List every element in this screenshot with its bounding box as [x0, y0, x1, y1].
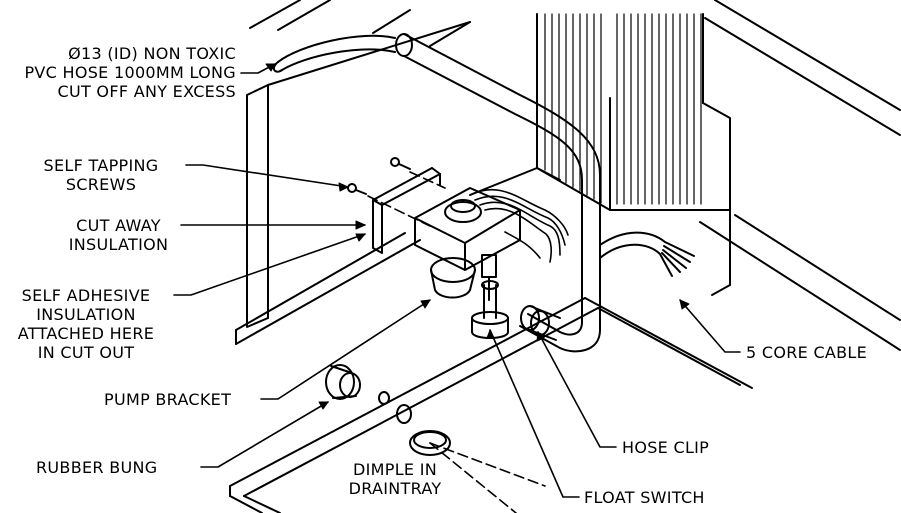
self-adhesive-line-4: IN CUT OUT: [37, 343, 135, 362]
hose-spec-line-3: CUT OFF ANY EXCESS: [57, 82, 236, 101]
pump-unit: [415, 188, 520, 300]
hose-clip-label: HOSE CLIP: [622, 438, 710, 457]
coil-fins: [545, 14, 701, 204]
dimple-label: DIMPLE IN DRAINTRAY: [340, 460, 450, 498]
mounting-dashes: [368, 172, 545, 513]
five-core-cable: [600, 233, 694, 276]
pvc-hose: [274, 34, 600, 351]
self-adhesive-line-3: ATTACHED HERE: [17, 324, 155, 343]
hose-spec-label: Ø13 (ID) NON TOXIC PVC HOSE 1000MM LONG …: [4, 44, 236, 101]
self-adhesive-insulation-label: SELF ADHESIVE INSULATION ATTACHED HERE I…: [2, 286, 170, 362]
draintray-dimple: [410, 431, 450, 455]
cut-away-line-1: CUT AWAY: [76, 216, 161, 235]
pump-bracket: [373, 168, 440, 253]
five-core-cable-label: 5 CORE CABLE: [746, 343, 868, 362]
hose-clip: [521, 306, 560, 340]
self-tapping-screws: [348, 158, 410, 194]
hose-spec-line-2: PVC HOSE 1000MM LONG: [24, 63, 236, 82]
cut-away-line-2: INSULATION: [68, 235, 169, 254]
cabinet-frame: [250, 0, 900, 350]
pump-wiring: [470, 190, 568, 262]
float-switch-label: FLOAT SWITCH: [584, 488, 705, 507]
dimple-line-1: DIMPLE IN: [353, 460, 437, 479]
arrowheads: [266, 64, 689, 409]
pump-bracket-label: PUMP BRACKET: [104, 390, 232, 409]
self-tapping-line-2: SCREWS: [65, 175, 137, 194]
self-tapping-line-1: SELF TAPPING: [43, 156, 159, 175]
self-adhesive-line-1: SELF ADHESIVE: [21, 286, 151, 305]
hose-spec-line-1: Ø13 (ID) NON TOXIC: [68, 44, 236, 63]
drain-tray: [230, 298, 752, 513]
dimple-line-2: DRAINTRAY: [348, 479, 442, 498]
self-tapping-screws-label: SELF TAPPING SCREWS: [20, 156, 182, 194]
rubber-bung-part: [326, 365, 360, 399]
leader-lines: [174, 64, 740, 497]
self-adhesive-line-2: INSULATION: [36, 305, 136, 324]
condenser-coil: [470, 14, 730, 295]
rubber-bung-label: RUBBER BUNG: [36, 458, 158, 477]
cut-away-insulation-label: CUT AWAY INSULATION: [60, 216, 177, 254]
